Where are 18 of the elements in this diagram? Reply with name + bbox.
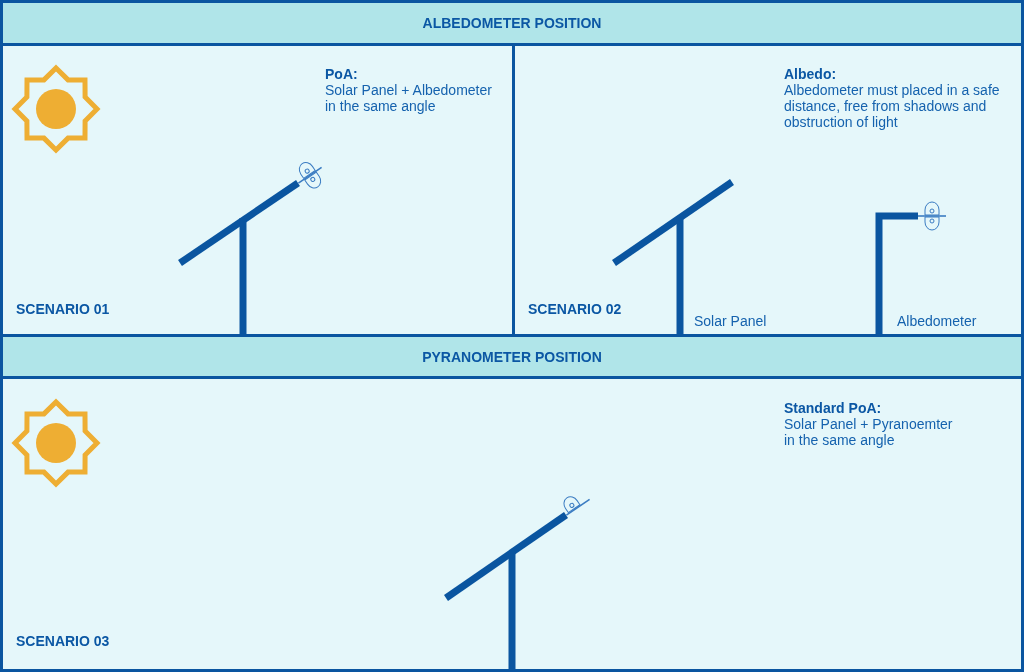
scenario-panel [0,376,1024,672]
scenario-panel [512,43,1024,337]
note-text: Solar Panel + Pyranoemter in the same angle [784,416,954,448]
scenario-panel [0,43,515,337]
section-title: ALBEDOMETER POSITION [422,15,602,31]
part-label: Solar Panel [694,313,767,329]
section-header-band [0,334,1024,379]
section-title: PYRANOMETER POSITION [422,348,602,365]
note-heading: PoA: [325,66,359,82]
part-label: Albedometer [897,313,977,329]
scenario-label: SCENARIO 01 [16,301,110,317]
scenario-label: SCENARIO 03 [16,633,110,649]
section-header-band [0,0,1024,46]
scenario-label: SCENARIO 02 [528,301,622,317]
note-text: Albedometer must placed in a safe distance, free from shadows and obstruction of light [784,82,1001,130]
note-heading: Standard PoA: [784,400,883,416]
note-heading: Albedo: [784,66,838,82]
note-text: Solar Panel + Albedometer in the same angle [325,82,493,114]
